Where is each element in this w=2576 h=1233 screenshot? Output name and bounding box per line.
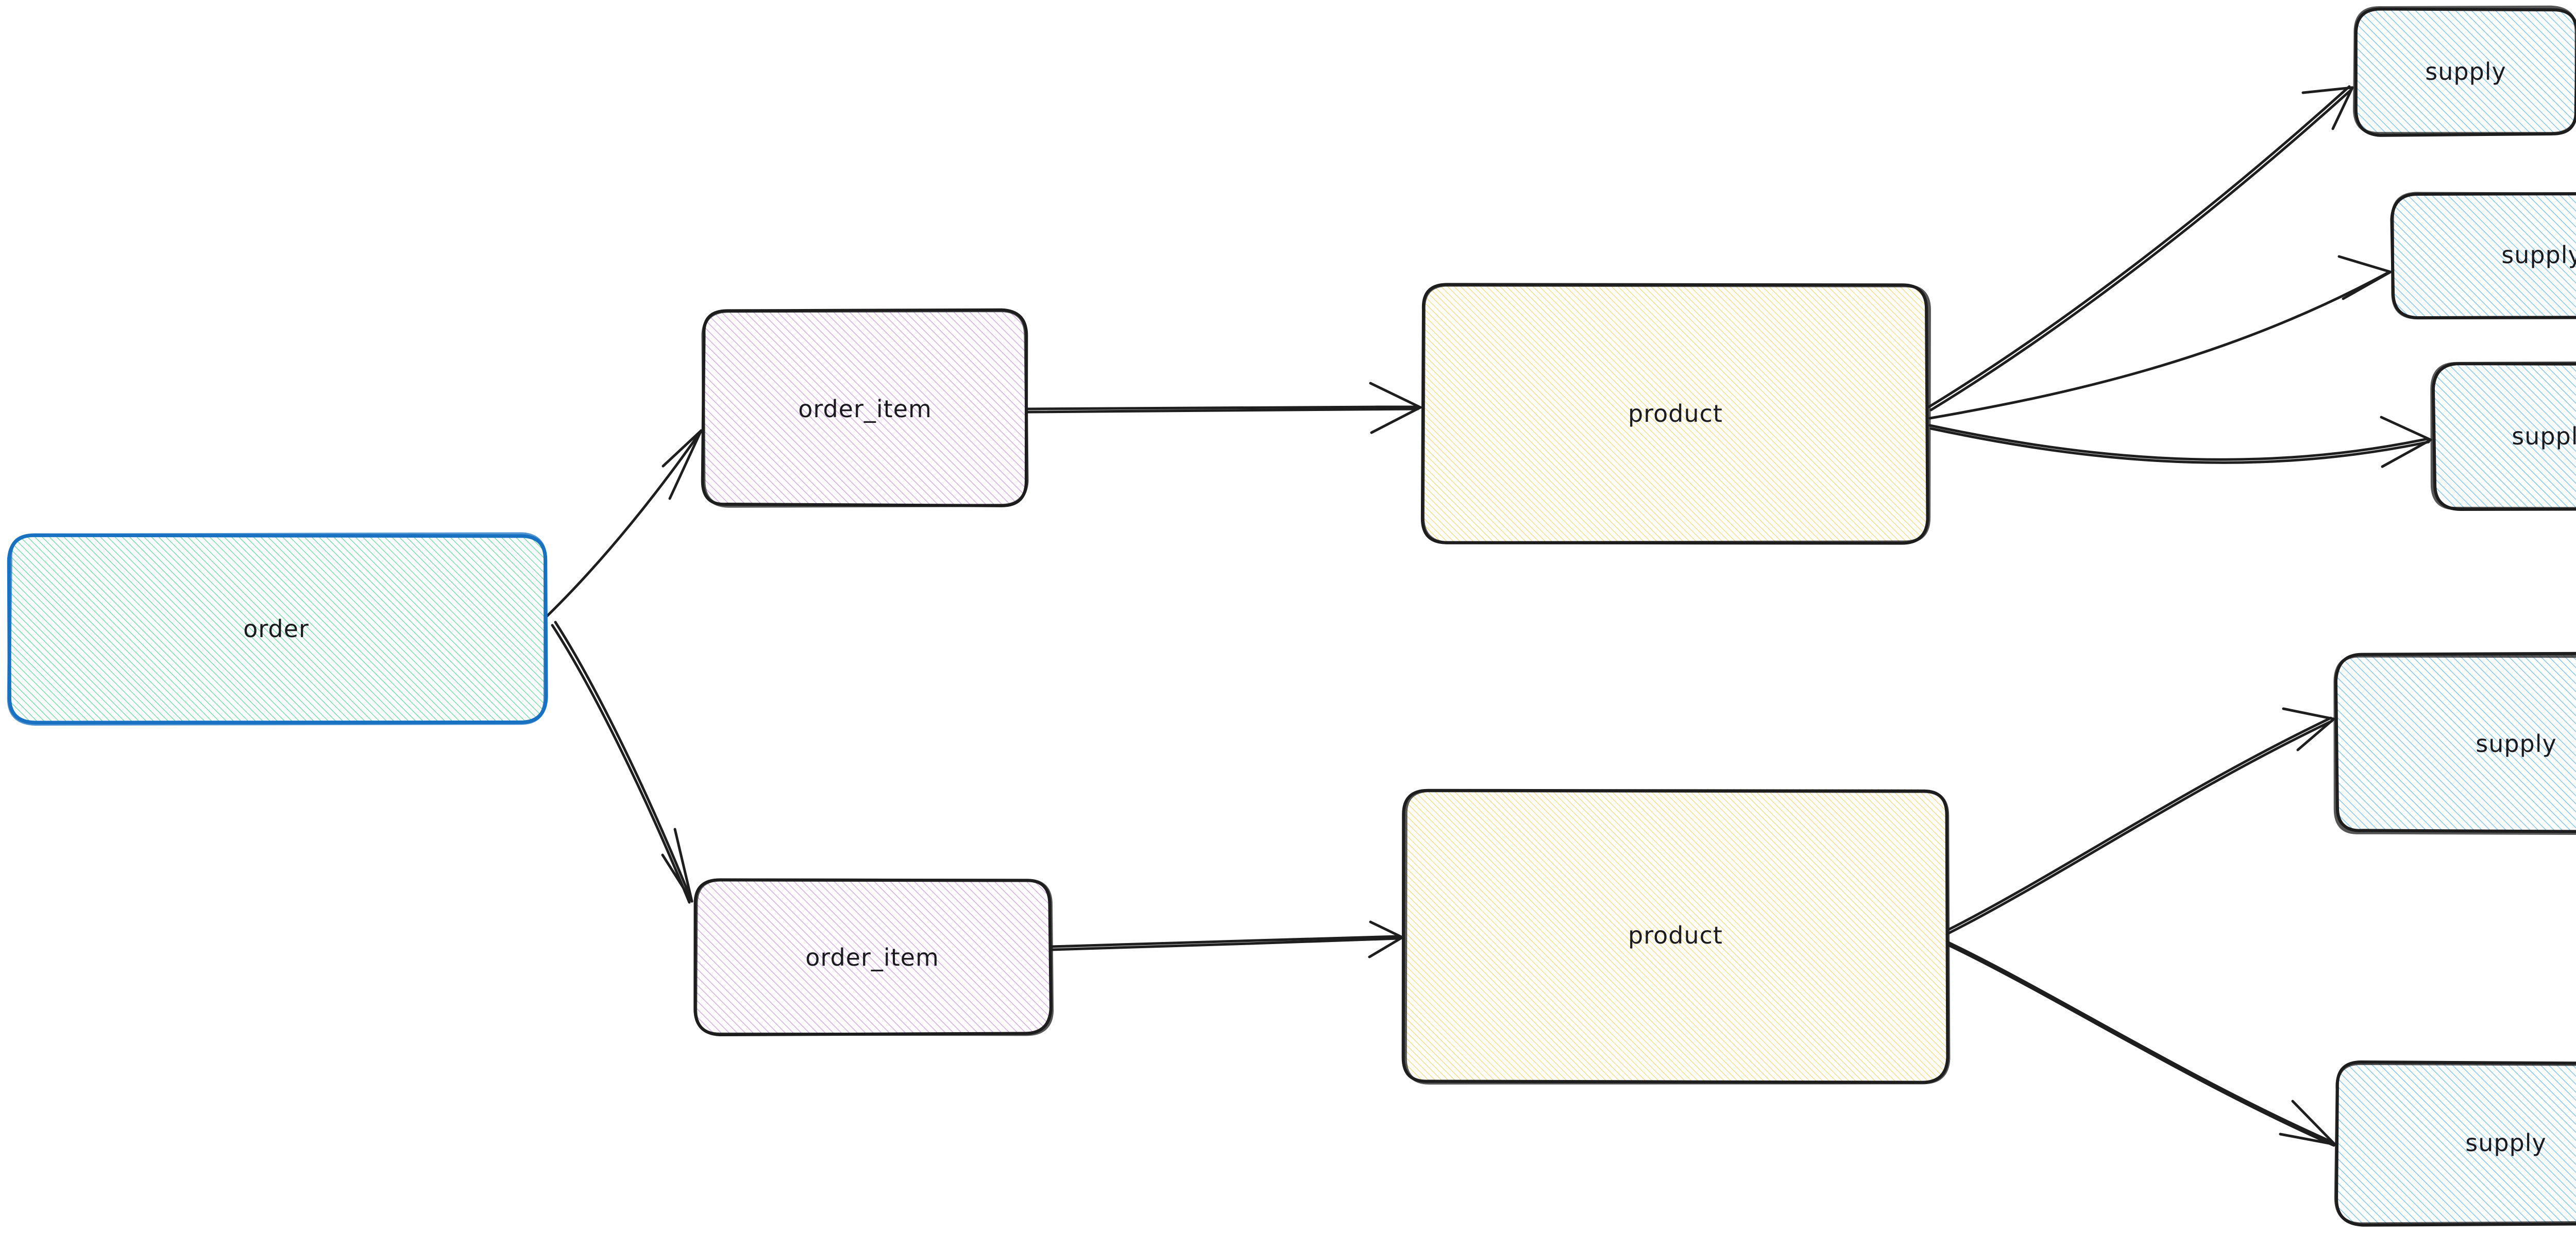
- edge-product-1-to-supply-3: [1930, 417, 2431, 467]
- edge-product-2-to-supply-4: [1947, 709, 2334, 933]
- node-supply_1[interactable]: [2354, 7, 2576, 135]
- node-supply_5[interactable]: [2336, 1062, 2576, 1225]
- node-order_item_1[interactable]: [703, 310, 1027, 506]
- node-order[interactable]: [8, 534, 546, 724]
- node-layer: [8, 7, 2576, 1225]
- edge-product-1-to-supply-1: [1929, 87, 2352, 410]
- edge-product-2-to-supply-5: [1948, 943, 2335, 1145]
- node-product_2[interactable]: [1403, 789, 1949, 1083]
- edge-order-item-1-to-product-1: [1027, 383, 1420, 433]
- node-supply_4[interactable]: [2335, 653, 2576, 834]
- edge-order-to-order-item-2: [552, 622, 692, 902]
- node-supply_2[interactable]: [2392, 193, 2576, 318]
- node-product_1[interactable]: [1422, 284, 1929, 543]
- edge-order-to-order-item-1: [547, 431, 701, 616]
- edge-order-item-2-to-product-2: [1051, 922, 1402, 957]
- edge-product-1-to-supply-2: [1930, 256, 2391, 418]
- node-order_item_2[interactable]: [694, 880, 1052, 1035]
- node-supply_3[interactable]: [2432, 363, 2576, 509]
